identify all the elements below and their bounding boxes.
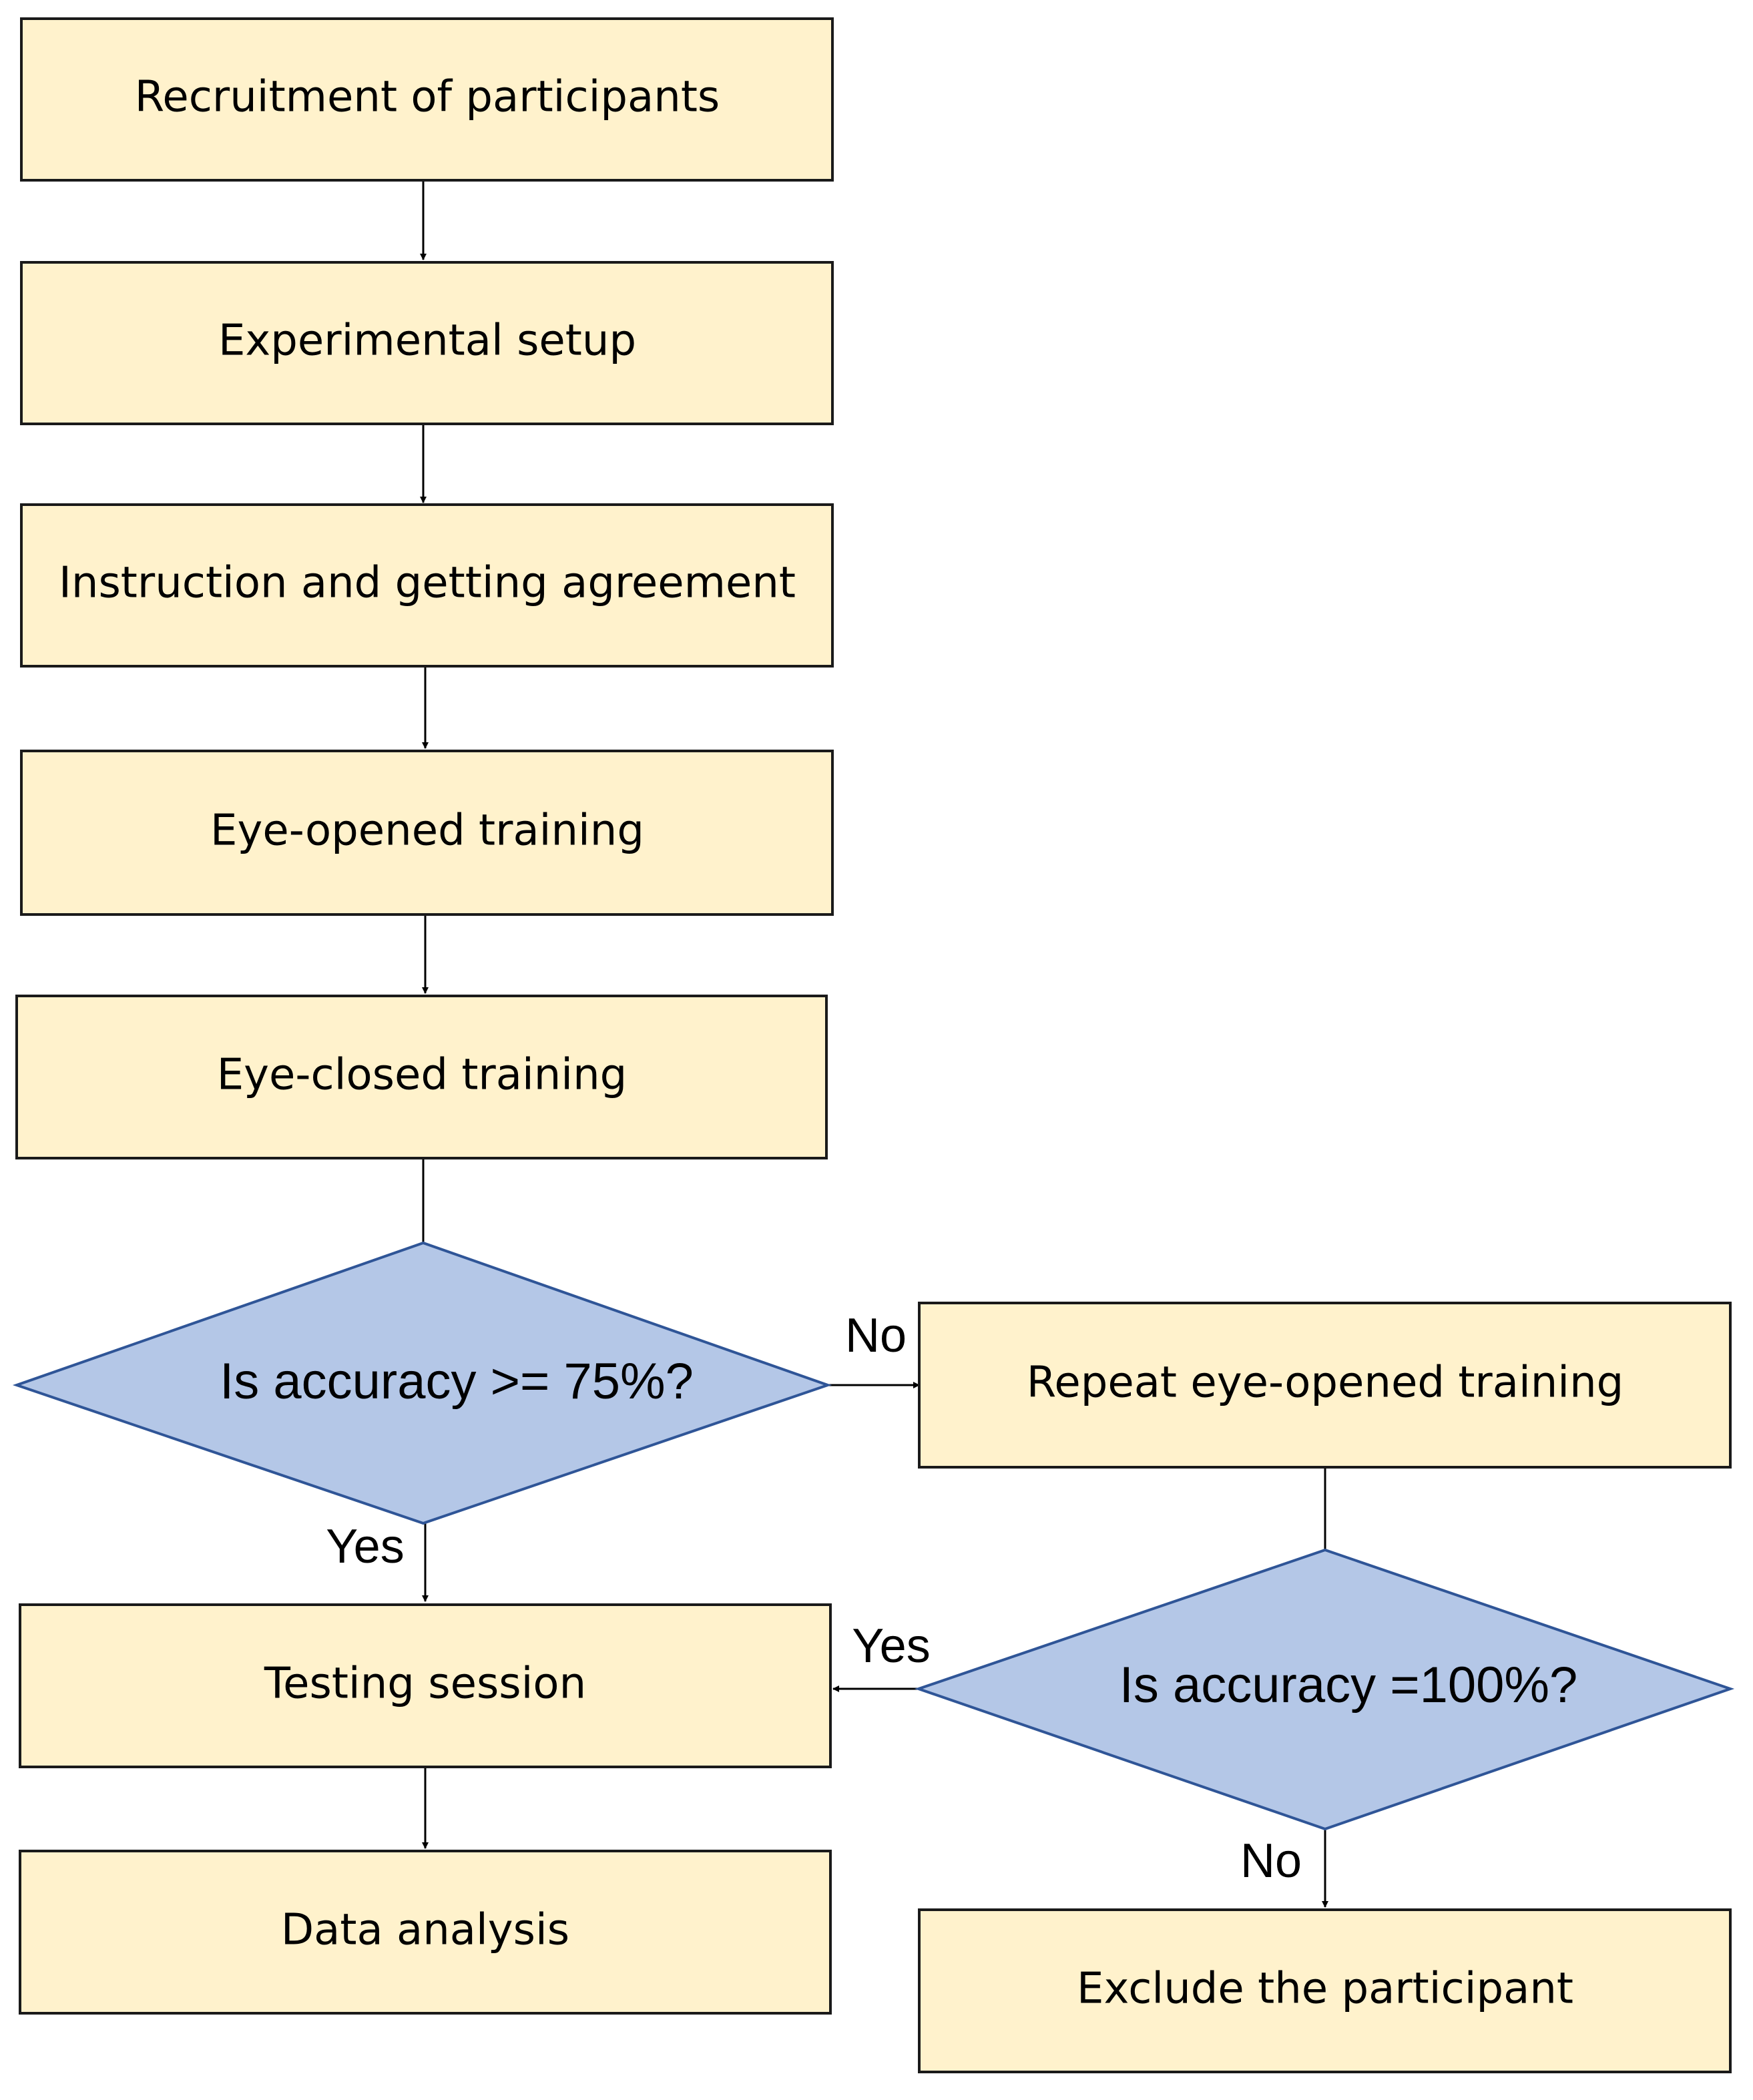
- step-box: [918, 1908, 1732, 2073]
- step-data-analysis: Data analysis: [19, 1850, 832, 2015]
- decision-diamond: [914, 1548, 1735, 1831]
- step-label: Eye-opened training: [210, 806, 644, 856]
- step-label: Data analysis: [281, 1906, 569, 1955]
- step-box: [20, 503, 834, 668]
- step-instruction: Instruction and getting agreement: [20, 503, 834, 668]
- step-box: [19, 1603, 832, 1768]
- edge-label-no-100: No: [1240, 1834, 1302, 1888]
- step-box: [15, 995, 828, 1159]
- step-box: [19, 1850, 832, 2015]
- step-box: [20, 750, 834, 916]
- step-label: Testing session: [264, 1659, 586, 1709]
- step-box: [918, 1302, 1732, 1469]
- edge-labels: No Yes Yes No: [326, 1309, 1302, 1888]
- edge-label-yes-100: Yes: [852, 1619, 930, 1673]
- step-label: Eye-closed training: [217, 1051, 628, 1100]
- connectors: [420, 180, 1328, 1908]
- decision-label: Is accuracy >= 75%?: [220, 1353, 694, 1410]
- decision-accuracy-75: Is accuracy >= 75%?: [12, 1241, 832, 1525]
- step-testing-session: Testing session: [19, 1603, 832, 1768]
- step-repeat-eye-opened-training: Repeat eye-opened training: [918, 1302, 1732, 1469]
- step-eye-closed-training: Eye-closed training: [15, 995, 828, 1159]
- step-label: Exclude the participant: [1077, 1964, 1573, 2014]
- step-box: [20, 261, 834, 425]
- step-label: Experimental setup: [218, 316, 636, 366]
- edge-label-yes-75: Yes: [326, 1520, 404, 1573]
- step-recruitment: Recruitment of participants: [20, 17, 834, 182]
- decision-diamond: [12, 1241, 832, 1525]
- edge-label-no-75: No: [845, 1309, 907, 1362]
- step-label: Instruction and getting agreement: [59, 559, 796, 608]
- decision-accuracy-100: Is accuracy =100%?: [914, 1548, 1735, 1831]
- step-eye-opened-training: Eye-opened training: [20, 750, 834, 916]
- step-label: Repeat eye-opened training: [1027, 1358, 1624, 1408]
- decision-label: Is accuracy =100%?: [1119, 1657, 1578, 1714]
- step-exclude-participant: Exclude the participant: [918, 1908, 1732, 2073]
- step-label: Recruitment of participants: [135, 73, 720, 122]
- step-box: [20, 17, 834, 182]
- step-experimental-setup: Experimental setup: [20, 261, 834, 425]
